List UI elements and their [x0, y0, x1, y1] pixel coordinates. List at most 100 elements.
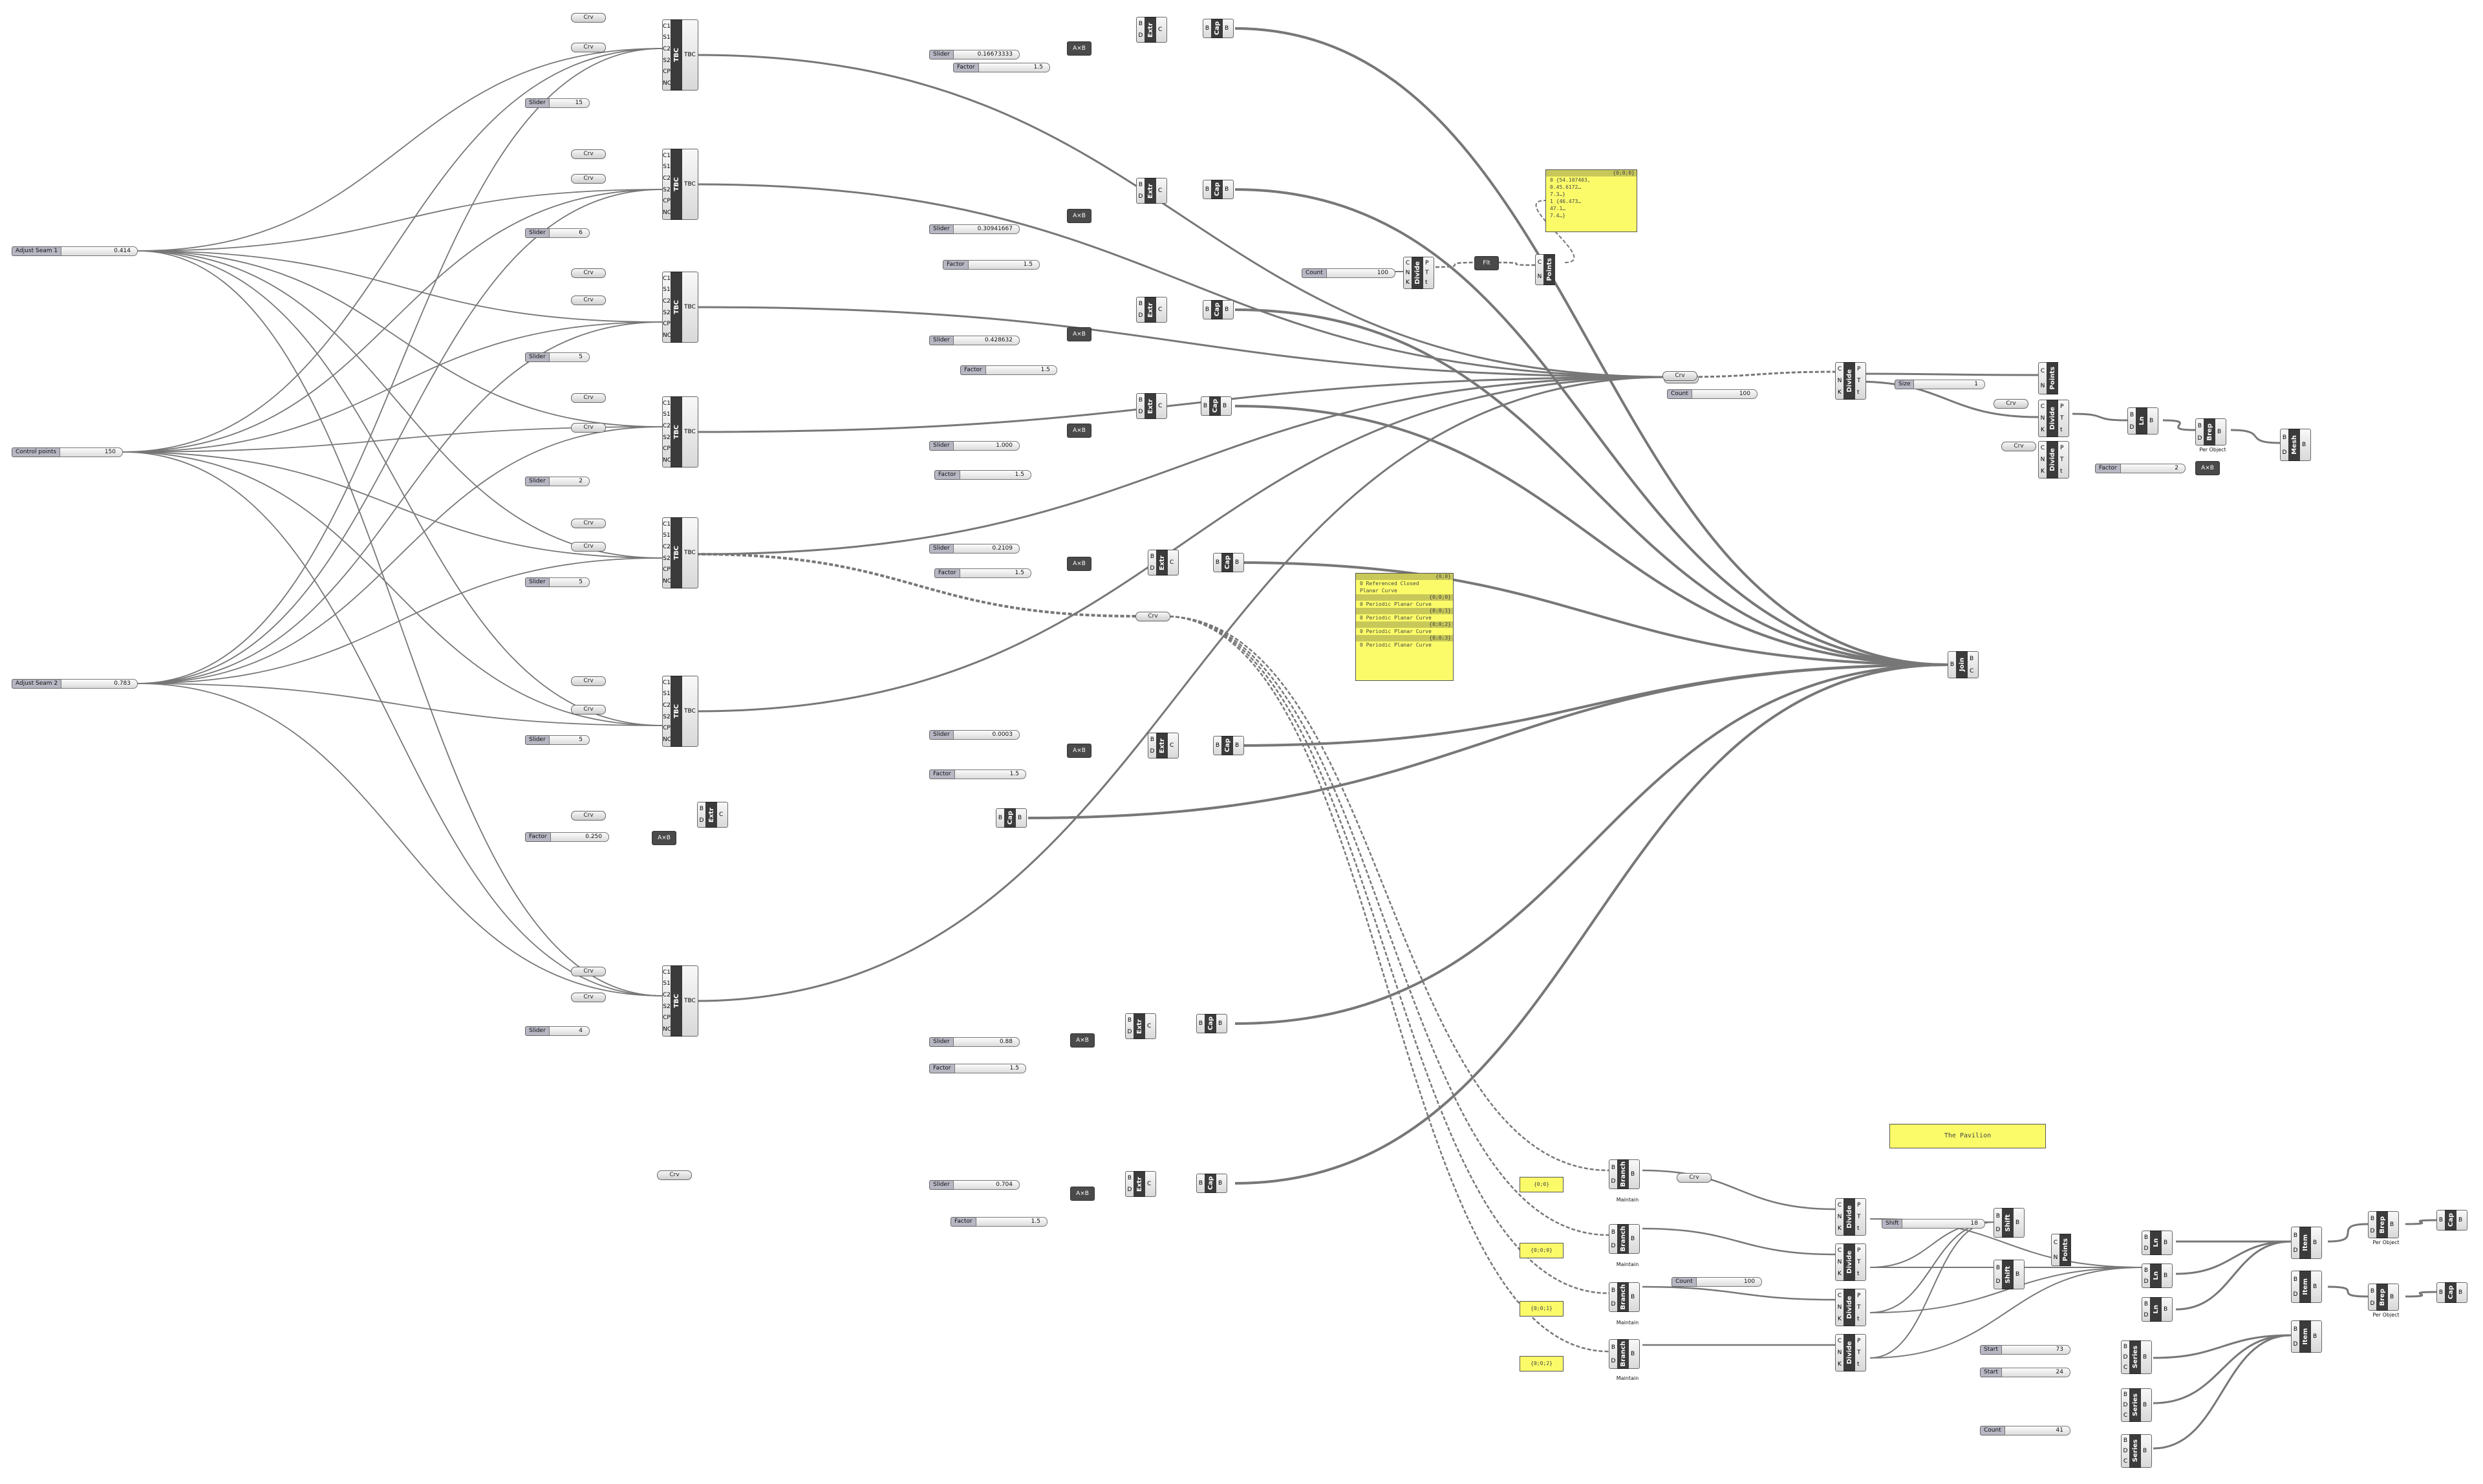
- component-body[interactable]: Branch: [1617, 1282, 1629, 1312]
- path-panel[interactable]: {0;0;2}: [1520, 1356, 1564, 1371]
- curve-param[interactable]: Crv: [571, 423, 606, 433]
- curve-param[interactable]: Crv: [571, 268, 606, 278]
- outputs[interactable]: B: [1223, 300, 1234, 319]
- inputs[interactable]: B: [1213, 736, 1221, 755]
- component-body[interactable]: TBC: [671, 19, 682, 91]
- curve-param[interactable]: Crv: [571, 993, 606, 1002]
- outputs[interactable]: B: [2456, 1210, 2467, 1231]
- multiply-component[interactable]: A×B: [652, 831, 676, 845]
- slider-value[interactable]: 41: [2004, 1426, 2070, 1436]
- outputs[interactable]: B: [1223, 180, 1234, 199]
- outputs[interactable]: B: [2215, 418, 2226, 446]
- outputs[interactable]: B: [1223, 19, 1234, 38]
- component-body[interactable]: Extr: [1145, 17, 1156, 43]
- component-body[interactable]: Cap: [1004, 808, 1016, 828]
- component-body[interactable]: TBC: [671, 272, 682, 343]
- slider-value[interactable]: 150: [59, 447, 123, 457]
- slider-value[interactable]: 0.428632: [952, 336, 1020, 345]
- outputs[interactable]: B: [2141, 1340, 2152, 1374]
- outputs[interactable]: B: [1016, 808, 1027, 828]
- component-outputs[interactable]: TBC: [682, 19, 698, 91]
- slider-value[interactable]: 0.16673333: [952, 50, 1020, 59]
- outputs[interactable]: B: [2014, 1260, 2025, 1289]
- component-body[interactable]: Ln: [2150, 1264, 2162, 1288]
- curve-param[interactable]: Crv: [571, 149, 606, 159]
- slider-value[interactable]: 0.250: [550, 832, 609, 842]
- component-body[interactable]: TBC: [671, 676, 682, 747]
- flatten-component[interactable]: Flt: [1474, 256, 1499, 270]
- path-panel[interactable]: {0;0;1}: [1520, 1301, 1564, 1317]
- component-body[interactable]: Brep: [2376, 1211, 2388, 1238]
- curve-param[interactable]: Crv: [657, 1170, 692, 1180]
- path-panel[interactable]: {0;0}: [1520, 1177, 1564, 1192]
- component-body[interactable]: Mesh: [2288, 429, 2300, 461]
- curve-param[interactable]: Crv: [571, 43, 606, 52]
- slider-value[interactable]: 1.5: [985, 365, 1057, 375]
- slider-value[interactable]: 1.5: [967, 260, 1040, 270]
- outputs[interactable]: B: [2388, 1284, 2399, 1311]
- outputs[interactable]: C: [1145, 1013, 1156, 1039]
- curve-param[interactable]: Crv: [571, 519, 606, 528]
- component-body[interactable]: TBC: [671, 965, 682, 1037]
- curve-param[interactable]: Crv: [571, 967, 606, 976]
- slider-value[interactable]: 2: [548, 477, 590, 486]
- slider-value[interactable]: 1: [1913, 380, 1985, 389]
- component-body[interactable]: Extr: [1145, 393, 1156, 419]
- outputs[interactable]: B: [2311, 1320, 2322, 1353]
- component-outputs[interactable]: TBC: [682, 676, 698, 747]
- outputs[interactable]: C: [1145, 1171, 1156, 1197]
- curve-param[interactable]: Crv: [571, 13, 606, 23]
- inputs[interactable]: B: [1213, 553, 1221, 572]
- component-body[interactable]: Branch: [1617, 1339, 1629, 1369]
- curve-param[interactable]: Crv: [1994, 399, 2028, 409]
- component-body[interactable]: Item: [2299, 1271, 2311, 1303]
- slider-value[interactable]: 1.000: [952, 441, 1020, 451]
- slider-value[interactable]: 15: [548, 98, 590, 108]
- inputs[interactable]: B: [2436, 1282, 2445, 1303]
- component-body[interactable]: TBC: [671, 149, 682, 220]
